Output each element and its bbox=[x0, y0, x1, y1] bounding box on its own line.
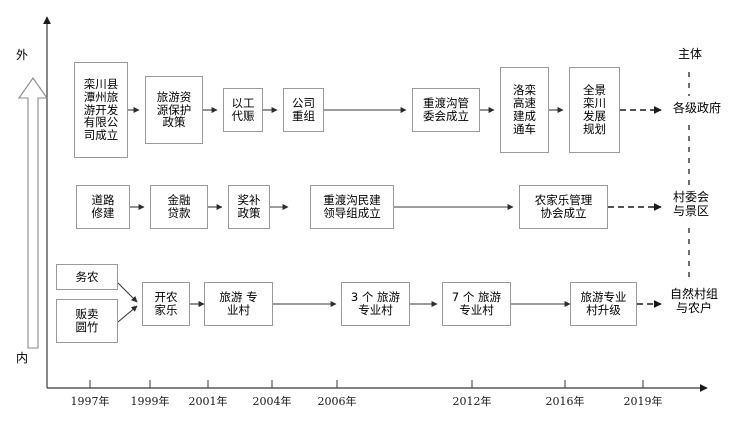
node-n3[interactable]: 以工 代赈 bbox=[223, 88, 263, 132]
node-n1[interactable]: 栾川县 潭州旅 游开发 有限公 司成立 bbox=[74, 62, 128, 158]
vertical-axis-top-label: 外 bbox=[16, 48, 29, 62]
node-m3[interactable]: 奖补 政策 bbox=[228, 185, 270, 229]
actor-label-households: 自然村组 与农户 bbox=[669, 287, 718, 315]
vertical-axis-bottom-label: 内 bbox=[16, 351, 29, 365]
node-m1[interactable]: 道路 修建 bbox=[76, 185, 130, 229]
tick-label-1997: 1997年 bbox=[70, 395, 110, 408]
tick-label-1999: 1999年 bbox=[130, 395, 170, 408]
tick-label-2019: 2019年 bbox=[623, 395, 663, 408]
node-b1[interactable]: 开农 家乐 bbox=[142, 282, 190, 326]
node-b5[interactable]: 旅游专业 村升级 bbox=[570, 282, 637, 326]
node-n5[interactable]: 重渡沟管 委会成立 bbox=[412, 88, 480, 132]
node-b0a[interactable]: 务农 bbox=[56, 264, 118, 290]
actor-label-government: 各级政府 bbox=[672, 101, 721, 115]
tick-label-2004: 2004年 bbox=[252, 395, 292, 408]
tick-label-2012: 2012年 bbox=[452, 395, 492, 408]
tick-label-2001: 2001年 bbox=[188, 395, 228, 408]
node-b0b[interactable]: 贩卖 圆竹 bbox=[56, 299, 118, 343]
node-m2[interactable]: 金融 贷款 bbox=[150, 185, 208, 229]
tick-label-2016: 2016年 bbox=[545, 395, 585, 408]
actor-axis-title: 主体 bbox=[677, 47, 702, 61]
node-n2[interactable]: 旅游资 源保护 政策 bbox=[145, 76, 203, 144]
node-n6[interactable]: 洛栾 高速 建成 通车 bbox=[500, 67, 549, 153]
node-n7[interactable]: 全景 栾川 发展 规划 bbox=[569, 67, 620, 153]
node-b3[interactable]: 3 个 旅游 专业村 bbox=[341, 282, 410, 326]
actor-label-village-committee: 村委会 与景区 bbox=[672, 190, 709, 218]
node-b2[interactable]: 旅游 专 业村 bbox=[204, 282, 273, 326]
node-m4[interactable]: 重渡沟民建 领导组成立 bbox=[310, 185, 394, 229]
tick-label-2006: 2006年 bbox=[317, 395, 357, 408]
node-b4[interactable]: 7 个 旅游 专业村 bbox=[442, 282, 511, 326]
node-m5[interactable]: 农家乐管理 协会成立 bbox=[519, 185, 608, 229]
node-n4[interactable]: 公司 重组 bbox=[283, 88, 324, 132]
time-axis-ticks bbox=[89, 380, 644, 388]
inner-outer-gradient-arrow bbox=[17, 77, 49, 349]
